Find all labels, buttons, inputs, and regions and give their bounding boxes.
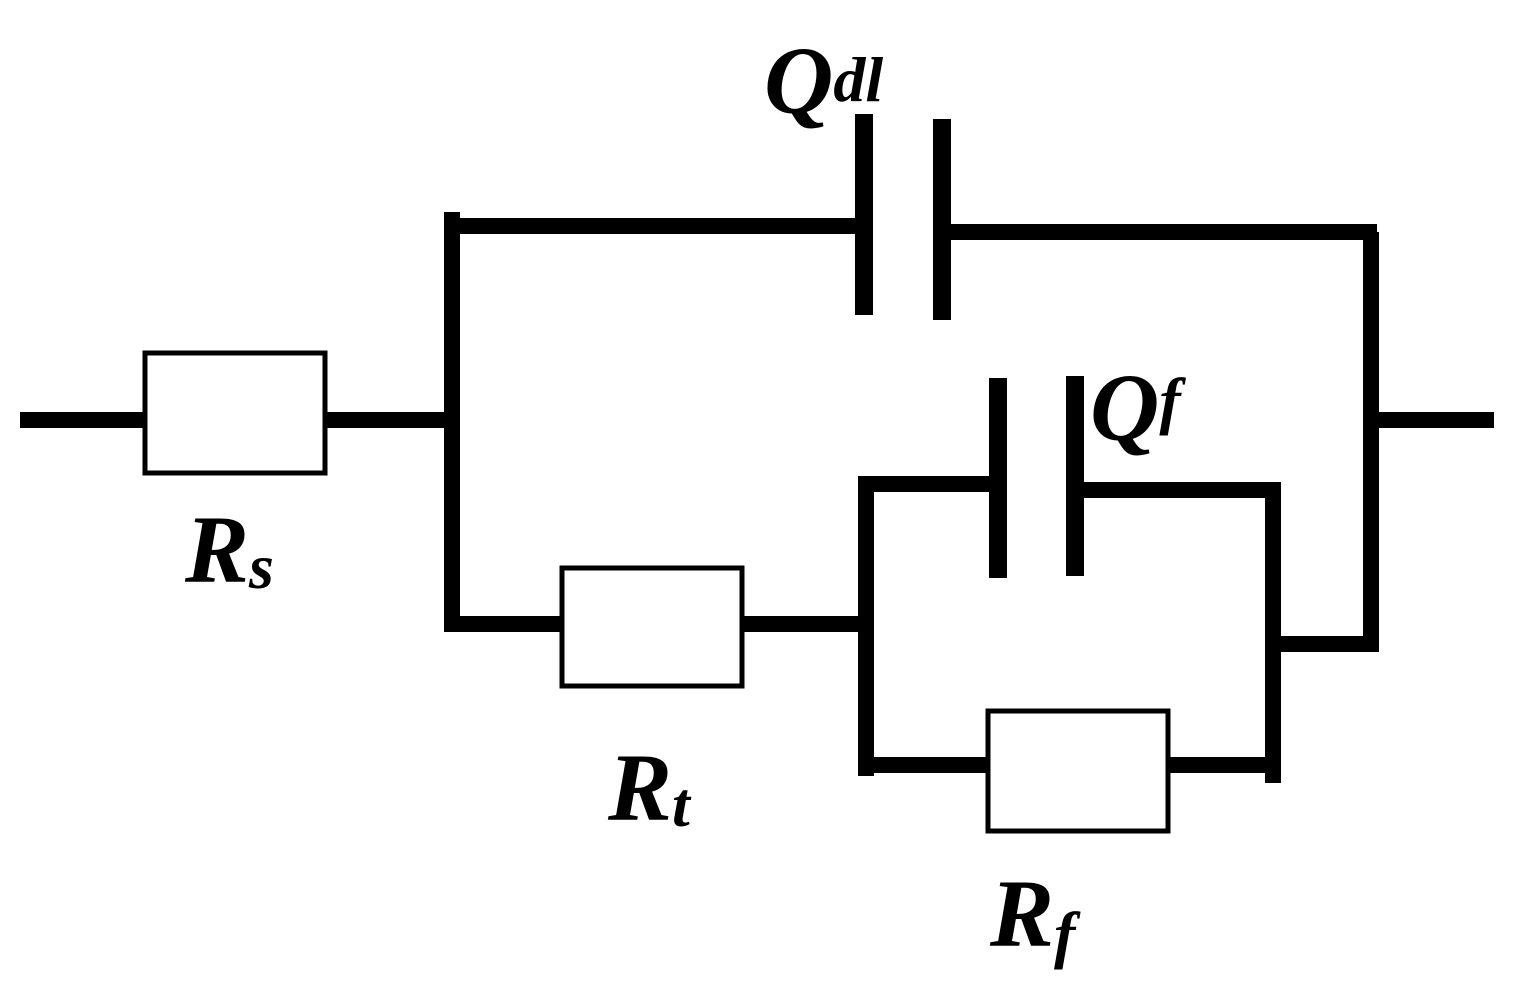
label-rt: Rt <box>607 734 692 841</box>
label-qf-subscript: f <box>1159 365 1186 436</box>
label-rf-subscript: f <box>1054 899 1081 970</box>
resistor-rs <box>142 350 328 476</box>
resistor-rf <box>985 708 1171 834</box>
label-qdl: Qdl <box>764 27 883 134</box>
label-rs: Rs <box>184 496 274 603</box>
label-rf-symbol: R <box>989 860 1054 967</box>
label-rt-symbol: R <box>607 734 672 841</box>
label-qf: Qf <box>1090 354 1186 461</box>
label-rt-subscript: t <box>672 769 692 840</box>
label-qdl-symbol: Q <box>764 27 833 134</box>
resistor-rt <box>559 565 745 689</box>
label-rs-subscript: s <box>248 531 274 602</box>
label-rs-symbol: R <box>184 496 249 603</box>
label-qdl-subscript: dl <box>833 44 883 115</box>
label-qf-symbol: Q <box>1090 354 1159 461</box>
label-rf: Rf <box>989 860 1081 970</box>
